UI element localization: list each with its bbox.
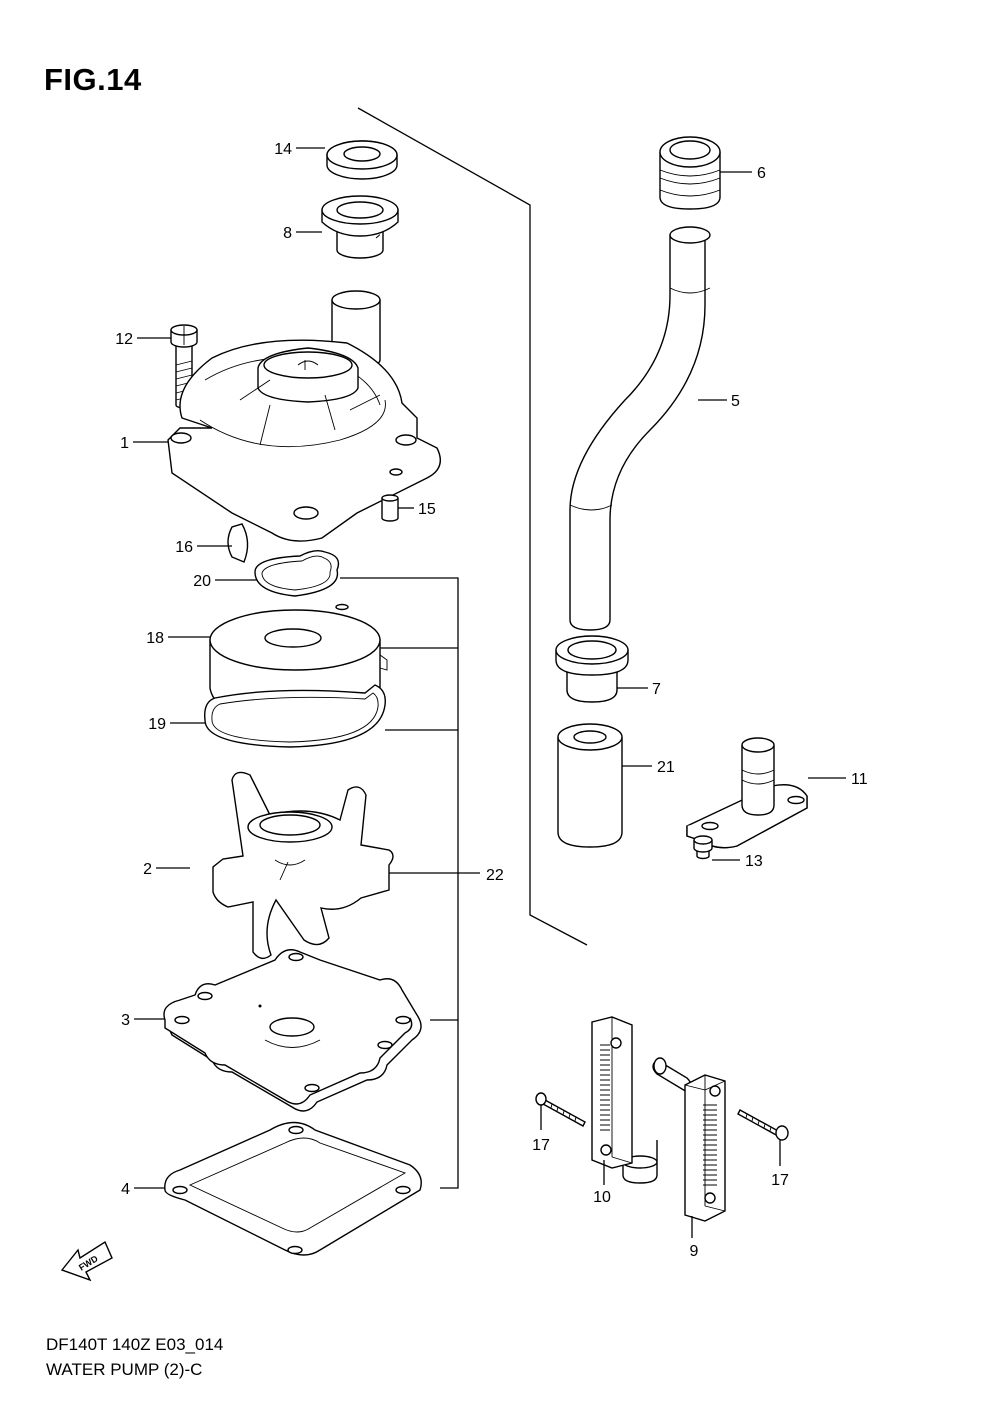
part-2-impeller[interactable] <box>212 771 394 960</box>
part-7-sleeve[interactable] <box>555 635 629 703</box>
callout-8[interactable]: 8 <box>283 225 292 242</box>
callout-3[interactable]: 3 <box>121 1012 130 1029</box>
callout-20[interactable]: 20 <box>193 573 211 590</box>
part-16-key[interactable] <box>227 523 249 563</box>
callout-11[interactable]: 11 <box>851 771 868 788</box>
callout-2[interactable]: 2 <box>143 861 152 878</box>
callout-4[interactable]: 4 <box>121 1181 130 1198</box>
part-6-grommet[interactable] <box>659 136 721 210</box>
callout-16[interactable]: 16 <box>175 539 193 556</box>
part-11-holder[interactable] <box>686 737 808 849</box>
callout-7[interactable]: 7 <box>652 681 661 698</box>
callout-17-right[interactable]: 17 <box>771 1172 789 1189</box>
part-1-pump-case[interactable] <box>167 290 441 542</box>
part-20-gasket[interactable] <box>254 549 340 597</box>
part-15-pin[interactable] <box>381 494 399 522</box>
callout-10[interactable]: 10 <box>593 1189 611 1206</box>
part-19-o-ring[interactable] <box>204 684 386 748</box>
part-10-holder[interactable] <box>591 1016 658 1184</box>
callout-21[interactable]: 21 <box>657 759 675 776</box>
part-17-screw-left[interactable] <box>535 1092 586 1127</box>
part-5-water-tube[interactable] <box>569 226 711 631</box>
callout-14[interactable]: 14 <box>274 141 292 158</box>
callout-6[interactable]: 6 <box>757 165 766 182</box>
part-3-plate[interactable] <box>163 949 422 1112</box>
part-4-gasket[interactable] <box>164 1121 422 1256</box>
part-17-screw-right[interactable] <box>737 1109 789 1141</box>
fwd-arrow-icon: FWD <box>60 1240 113 1282</box>
part-13-screw[interactable] <box>693 835 713 860</box>
callout-15[interactable]: 15 <box>418 501 436 518</box>
callout-19[interactable]: 19 <box>148 716 166 733</box>
figure-title: FIG.14 <box>44 62 142 97</box>
callout-1[interactable]: 1 <box>120 435 129 452</box>
model-code: DF140T 140Z E03_014 <box>46 1335 224 1354</box>
callout-labels: 14 8 12 1 15 16 20 18 19 2 22 3 4 6 5 7 … <box>115 141 868 1260</box>
part-8-sleeve[interactable] <box>321 195 399 259</box>
callout-12[interactable]: 12 <box>115 331 133 348</box>
callout-17-left[interactable]: 17 <box>532 1137 550 1154</box>
part-9-holder[interactable] <box>652 1057 726 1222</box>
callout-5[interactable]: 5 <box>731 393 740 410</box>
callout-9[interactable]: 9 <box>690 1243 699 1260</box>
page-caption: WATER PUMP (2)-C <box>46 1360 203 1379</box>
part-14-washer[interactable] <box>326 140 398 180</box>
callout-13[interactable]: 13 <box>745 853 763 870</box>
part-21-bush[interactable] <box>557 723 623 848</box>
callout-18[interactable]: 18 <box>146 630 164 647</box>
callout-22[interactable]: 22 <box>486 867 504 884</box>
callout-leaders <box>133 147 846 1238</box>
bracket-lines <box>340 107 588 1189</box>
